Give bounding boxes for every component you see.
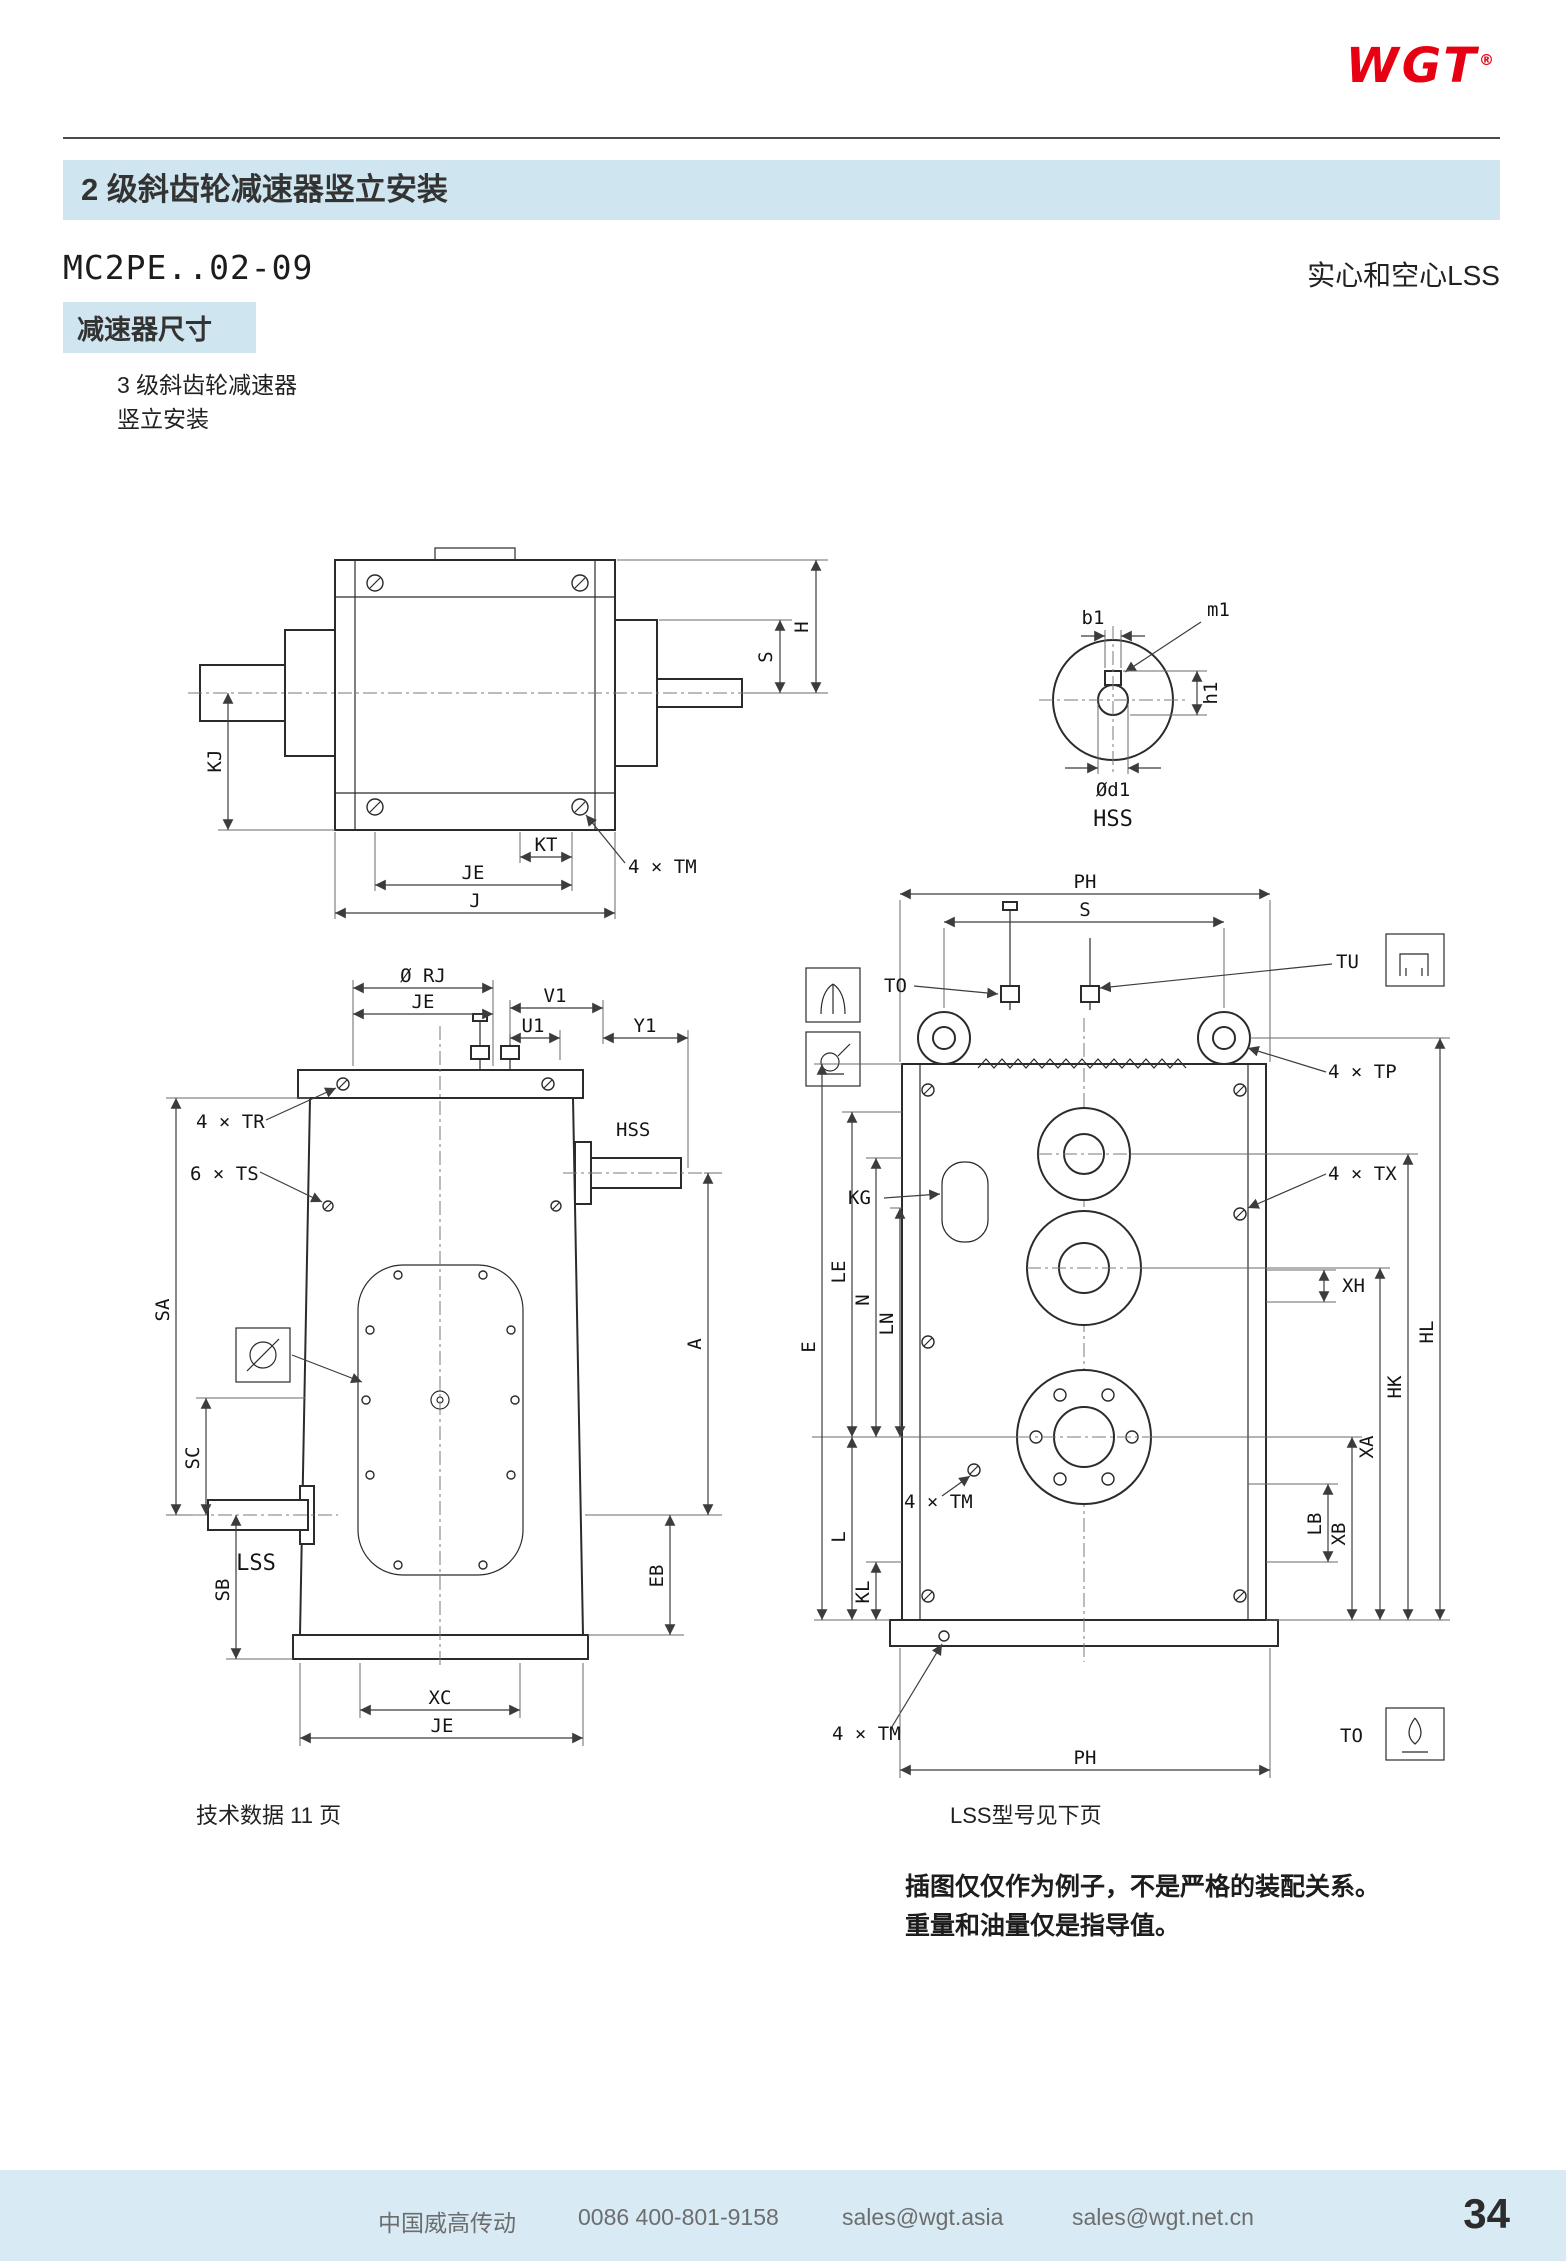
subtitle-line-1: 3 级斜齿轮减速器 (117, 372, 298, 398)
dim-label-b1: b1 (1082, 607, 1105, 629)
shaft-type-label: 实心和空心LSS (1307, 260, 1500, 291)
disclaimer-line-1: 插图仅仅作为例子，不是严格的装配关系。 (905, 1873, 1381, 1901)
dimension-lines (812, 888, 1450, 1778)
symbol-box-to (1385, 1707, 1445, 1761)
bearing-bores (1016, 1107, 1152, 1505)
note-technical-data: 技术数据 11 页 (196, 1803, 342, 1828)
dimension-lines (1065, 621, 1207, 774)
gearbox-body (292, 1026, 589, 1665)
drawing-subtitle: 3 级斜齿轮减速器 竖立安装 (117, 368, 297, 436)
hss-shaft-end-drawing: b1 m1 h1 Ød1 HSS (1039, 599, 1230, 832)
dim-label-sc: SC (182, 1447, 204, 1470)
rear-view-drawing: PH S TO TU 4 × TP KG 4 × TX XH E LE N LN… (798, 871, 1450, 1778)
housing-bolts (366, 574, 589, 816)
hss-title: HSS (1093, 807, 1133, 832)
logo-text: WGT (1345, 38, 1479, 94)
dim-label-kj: KJ (204, 750, 226, 773)
hss-shaft (563, 1141, 704, 1205)
registered-mark: ® (1479, 51, 1494, 69)
symbol-box-tu (1385, 933, 1445, 987)
dim-label-kg: KG (848, 1187, 871, 1209)
dim-label-sb: SB (212, 1579, 234, 1602)
footer-email-primary: sales@wgt.asia (842, 2204, 1004, 2230)
shaft-section (1039, 626, 1187, 774)
dim-label-4xtp: 4 × TP (1328, 1061, 1397, 1083)
dim-label-s: S (755, 651, 777, 662)
dim-label-6xts: 6 × TS (190, 1163, 259, 1185)
dim-label-ph-top: PH (1074, 871, 1097, 893)
vent-plugs (470, 1013, 520, 1070)
note-lss-model: LSS型号见下页 (950, 1803, 1102, 1828)
dim-label-je-bottom: JE (431, 1715, 454, 1737)
side-view-drawing: Ø RJ JE V1 U1 Y1 4 × TR 6 × TS HSS SA SC… (152, 965, 722, 1746)
dim-label-tu: TU (1336, 951, 1359, 973)
dimension-lines (218, 559, 828, 919)
dim-label-n: N (852, 1294, 874, 1305)
dim-label-v1: V1 (544, 985, 567, 1007)
dim-label-h1: h1 (1200, 682, 1222, 705)
cover-bolts (361, 1270, 520, 1570)
dim-label-4xtm-bottom: 4 × TM (832, 1723, 901, 1745)
oil-sight-glass-icon (235, 1327, 363, 1384)
model-code: MC2PE..02-09 (63, 248, 314, 287)
dim-label-u1: U1 (522, 1015, 545, 1037)
dim-label-lss: LSS (236, 1551, 276, 1576)
dim-label-je-top: JE (412, 991, 435, 1013)
subtitle-line-2: 竖立安装 (117, 406, 209, 432)
dim-label-sa: SA (152, 1298, 174, 1321)
footer-band (0, 2170, 1566, 2261)
dim-label-xc: XC (429, 1687, 452, 1709)
footer-email-secondary: sales@wgt.net.cn (1072, 2204, 1254, 2230)
page-title: 2 级斜齿轮减速器竖立安装 (63, 160, 1500, 220)
disclaimer-line-2: 重量和油量仅是指导值。 (905, 1912, 1181, 1940)
dim-label-eb: EB (646, 1565, 668, 1588)
dim-label-ph-bottom: PH (1074, 1747, 1097, 1769)
dim-label-4xtx: 4 × TX (1328, 1163, 1397, 1185)
dim-label-s: S (1079, 899, 1090, 921)
dim-label-j: J (469, 890, 480, 912)
dim-label-lb: LB (1304, 1513, 1326, 1536)
page-number: 34 (1463, 2190, 1510, 2237)
dim-label-a: A (684, 1338, 706, 1350)
dimension-lines (166, 980, 722, 1746)
dim-label-xb: XB (1328, 1523, 1350, 1546)
dim-label-kl: KL (852, 1581, 874, 1604)
dim-label-d1: Ød1 (1096, 779, 1130, 801)
dim-label-hss: HSS (616, 1119, 650, 1141)
dim-label-le: LE (828, 1261, 850, 1284)
dim-label-h: H (791, 621, 813, 632)
dim-label-hk: HK (1384, 1375, 1406, 1398)
section-label: 减速器尺寸 (63, 302, 256, 353)
dim-label-m1: m1 (1207, 599, 1230, 621)
dim-label-to-bottom: TO (1340, 1725, 1363, 1747)
lss-shaft (193, 1485, 338, 1545)
dim-label-kt: KT (535, 834, 558, 856)
dim-label-xa: XA (1356, 1435, 1378, 1458)
footer-company: 中国威高传动 (378, 2210, 516, 2236)
dim-label-4xtm-mid: 4 × TM (904, 1491, 973, 1513)
gearbox-housing (334, 547, 616, 831)
flange-bolts (322, 1077, 562, 1212)
dim-label-4xtr: 4 × TR (196, 1111, 265, 1133)
dim-label-hl: HL (1416, 1321, 1438, 1344)
front-view-drawing: S H KJ KT JE J 4 × TM (188, 547, 828, 919)
header-rule (63, 137, 1500, 139)
dim-label-4xtm: 4 × TM (628, 856, 697, 878)
dim-label-xh: XH (1342, 1275, 1365, 1297)
dim-label-y1: Y1 (634, 1015, 657, 1037)
dim-label-e: E (798, 1341, 820, 1352)
dim-label-to-top: TO (884, 975, 907, 997)
dim-label-je: JE (462, 862, 485, 884)
footer-phone: 0086 400-801-9158 (578, 2204, 779, 2230)
wgt-logo: WGT® (1346, 38, 1494, 94)
symbol-boxes-left (805, 967, 861, 1087)
housing-bolts (921, 1083, 1247, 1642)
dim-label-ln: LN (876, 1313, 898, 1336)
dim-label-rj: Ø RJ (400, 965, 446, 987)
disclaimer-text: 插图仅仅作为例子，不是严格的装配关系。 重量和油量仅是指导值。 (905, 1868, 1380, 1946)
dim-label-l: L (828, 1531, 850, 1542)
